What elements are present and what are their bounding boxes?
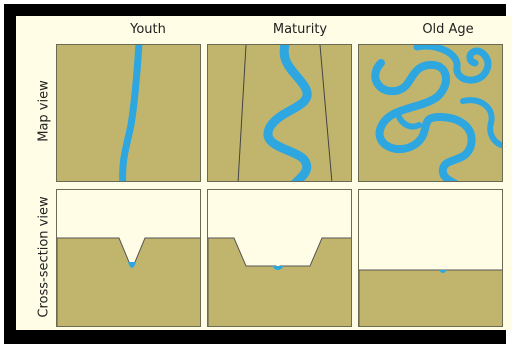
maturity-river-map	[208, 45, 352, 182]
valley-wall-right	[320, 45, 332, 182]
youth-river-map	[57, 45, 201, 182]
column-label-maturity: Maturity	[260, 22, 340, 37]
map-view-old-age-panel	[358, 44, 503, 182]
old-age-river-map	[359, 45, 503, 182]
diagram-canvas: Youth Maturity Old Age Map view Cross-se…	[16, 16, 512, 330]
column-label-youth: Youth	[118, 22, 178, 37]
cross-section-maturity-panel	[207, 189, 352, 327]
valley-wall-left	[238, 45, 246, 182]
cross-section-youth-panel	[56, 189, 201, 327]
youth-valley-profile	[57, 190, 201, 327]
column-label-old-age: Old Age	[408, 22, 488, 37]
old-age-valley-profile	[359, 190, 503, 327]
map-view-maturity-panel	[207, 44, 352, 182]
row-label-map-view: Map view	[37, 80, 52, 142]
cross-section-old-age-panel	[358, 189, 503, 327]
row-label-cross-section-view: Cross-section view	[37, 196, 52, 317]
figure-frame: Youth Maturity Old Age Map view Cross-se…	[4, 4, 506, 344]
map-view-youth-panel	[56, 44, 201, 182]
maturity-valley-profile	[208, 190, 352, 327]
